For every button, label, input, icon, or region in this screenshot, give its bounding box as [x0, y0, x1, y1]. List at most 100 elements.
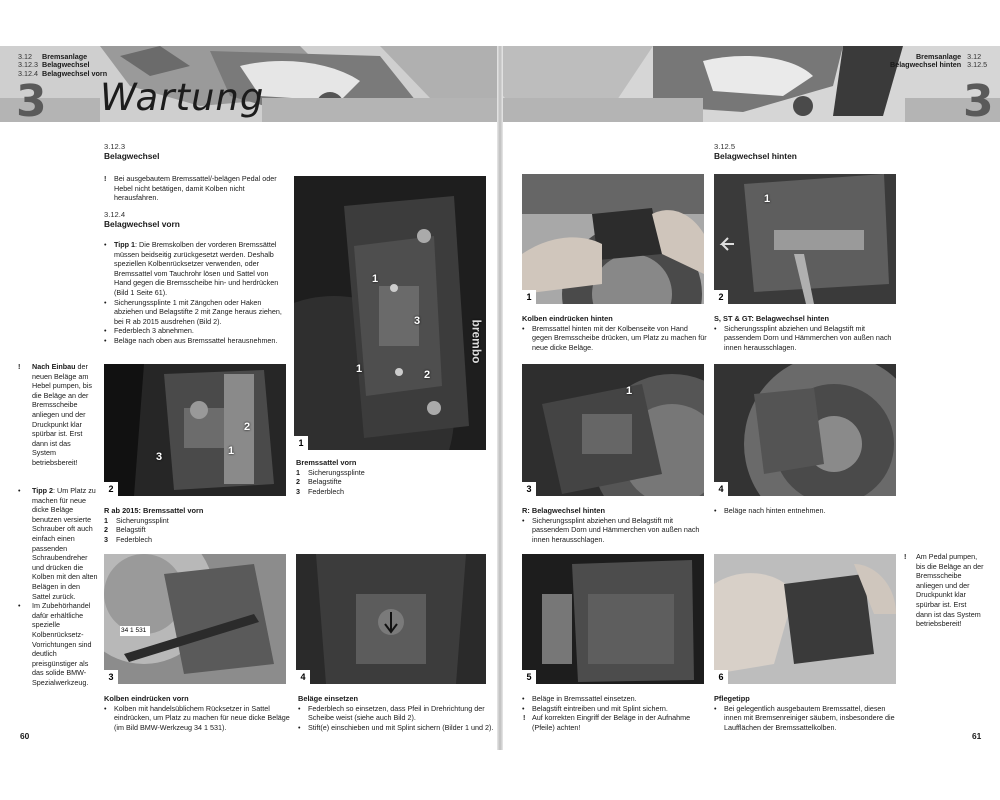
note-bold: Nach Einbau — [32, 362, 76, 371]
legend-number: 1 — [296, 467, 300, 477]
photo-clean-caliper: 6 — [714, 554, 896, 684]
section-number: 3.12.3 — [18, 60, 38, 70]
caption-title: Beläge einsetzen — [298, 694, 358, 703]
legend-text: Federblech — [116, 534, 152, 544]
callout-label: 1 — [626, 385, 633, 397]
section-name: Belagwechsel — [42, 60, 90, 70]
legend-text: Federblech — [308, 486, 344, 496]
photo-number: 6 — [714, 670, 728, 684]
section-name: Bremsanlage — [42, 52, 88, 61]
list-item: Belagstift eintreiben und mit Splint sic… — [522, 704, 708, 714]
list-item: Tipp 2: Um Platz zu machen für neue dick… — [18, 486, 98, 601]
caption-title: Kolben eindrücken vorn — [104, 694, 189, 703]
callout-label: 1 — [372, 273, 379, 285]
warning-icon: ! — [904, 552, 907, 561]
photo-caption: Kolben eindrücken vorn Kolben mit handel… — [104, 694, 294, 732]
list-item: Bei gelegentlich ausgebautem Bremssattel… — [714, 704, 904, 733]
list-item: Kolben mit handelsüblichem Rücksetzer in… — [104, 704, 294, 733]
section-name: Bremsanlage — [915, 52, 962, 61]
legend-text: Belagstifte — [308, 477, 342, 487]
section-number: 3.12.4 — [18, 68, 38, 78]
warning-item: Auf korrekten Eingriff der Beläge in der… — [522, 713, 708, 732]
photo-caption: Pflegetipp Bei gelegentlich ausgebautem … — [714, 694, 904, 732]
photo-caption: Beläge in Bremssattel einsetzen. Belagst… — [522, 694, 708, 732]
page-number: 61 — [972, 731, 982, 741]
side-tip-list: Tipp 2: Um Platz zu machen für neue dick… — [18, 486, 98, 687]
callout-label: 1 — [764, 193, 771, 205]
tip-text: : Um Platz zu machen für neue dicke Belä… — [32, 486, 98, 601]
caption-title: S, ST & GT: Belagwechsel hinten — [714, 314, 829, 323]
list-item: Beläge in Bremssattel einsetzen. — [522, 694, 708, 704]
callout-label: 2 — [424, 369, 431, 381]
caption-title: Kolben eindrücken hinten — [522, 314, 613, 323]
section-number: 3.12.3 — [104, 142, 126, 151]
caption-title: R ab 2015: Bremssattel vorn — [104, 506, 204, 515]
list-text: Im Zubehörhandel dafür erhältliche spezi… — [32, 601, 92, 687]
list-item: Federblech so einsetzen, dass Pfeil in D… — [298, 704, 494, 723]
list-item: Beläge nach oben aus Bremssattel herausn… — [104, 336, 286, 346]
list-item: Sicherungssplint abziehen und Belagstift… — [714, 324, 900, 353]
section-number: 3.12.5 — [967, 60, 988, 70]
section-heading: Belagwechsel vorn — [104, 219, 180, 229]
list-item: Im Zubehörhandel dafür erhältliche spezi… — [18, 601, 98, 687]
legend-row: 3 Federblech — [104, 535, 286, 545]
photo-number: 3 — [522, 482, 536, 496]
photo-r-rear-pads: 1 3 — [522, 364, 704, 496]
section-entry: 3.12.3 Belagwechsel — [18, 60, 107, 70]
photo-pads-inserted: 4 — [296, 554, 486, 684]
photo-number: 2 — [714, 290, 728, 304]
side-note: ! Am Pedal pumpen, bis die Beläge an der… — [904, 552, 984, 629]
section-name: Belagwechsel hinten — [890, 60, 962, 70]
photo-caption: Beläge einsetzen Federblech so einsetzen… — [298, 694, 494, 732]
legend-text: Belagstift — [116, 525, 146, 535]
rear-caliper-photo-art — [714, 174, 896, 304]
side-note: ! Nach Einbau der neuen Beläge am Hebel … — [18, 362, 94, 468]
list-text: Sicherungssplinte 1 mit Zängchen oder Ha… — [114, 297, 282, 326]
section-entry: Belagwechsel hinten 3.12.5 — [890, 60, 991, 70]
brand-logo: brembo — [469, 319, 484, 364]
caliper-photo-art — [104, 364, 286, 496]
list-item: Bremssattel hinten mit der Kolbenseite v… — [522, 324, 708, 353]
photo-caption: R: Belagwechsel hinten Sicherungssplint … — [522, 506, 708, 544]
warning-note: ! Bei ausgebautem Bremssattel/-belägen P… — [104, 174, 284, 203]
photo-pads-into-caliper: 5 — [522, 554, 704, 684]
section-number: 3.12.4 — [104, 210, 126, 219]
photo-number: 3 — [104, 670, 118, 684]
right-grey-rule — [503, 98, 703, 122]
photo-number: 4 — [714, 482, 728, 496]
chapter-title: Wartung — [100, 76, 265, 119]
section-number: 3.12.5 — [714, 142, 736, 151]
left-grey-rule — [262, 98, 497, 122]
callout-label: 3 — [414, 315, 421, 327]
list-item: Stift(e) einschieben und mit Splint sich… — [298, 723, 494, 733]
photo-piston-pusher-tool: 34 1 531 3 — [104, 554, 286, 684]
list-text: Federblech 3 abnehmen. — [114, 326, 194, 336]
list-item: Beläge nach hinten entnehmen. — [714, 506, 900, 516]
caption-title: R: Belagwechsel hinten — [522, 506, 605, 515]
motorcycle-header-photo — [503, 46, 1000, 122]
legend-number: 3 — [104, 534, 108, 544]
rear-photo-art — [522, 174, 704, 304]
rear-caliper-photo-art — [522, 364, 704, 496]
photo-pads-removed: 4 — [714, 364, 896, 496]
callout-label: 1 — [356, 363, 363, 375]
legend-text: Sicherungssplint — [116, 515, 169, 525]
photo-st-gt-rear-pads: 1 2 — [714, 174, 896, 304]
warning-icon: ! — [18, 362, 21, 371]
photo-caliper-r2015: 2 1 3 2 — [104, 364, 286, 496]
section-entry: 3.12 Bremsanlage — [18, 52, 107, 61]
warning-text: Bei ausgebautem Bremssattel/-belägen Ped… — [114, 174, 277, 203]
photo-number: 4 — [296, 670, 310, 684]
warning-icon: ! — [104, 174, 107, 183]
note-text: Am Pedal pumpen, bis die Beläge an der B… — [916, 552, 984, 629]
tip-text: : Die Bremskolben der vorderen Bremssätt… — [114, 240, 279, 297]
tool-label: 34 1 531 — [121, 627, 147, 634]
page-number: 60 — [20, 731, 30, 741]
chapter-number: 3 — [963, 76, 994, 127]
photo-number: 1 — [522, 290, 536, 304]
